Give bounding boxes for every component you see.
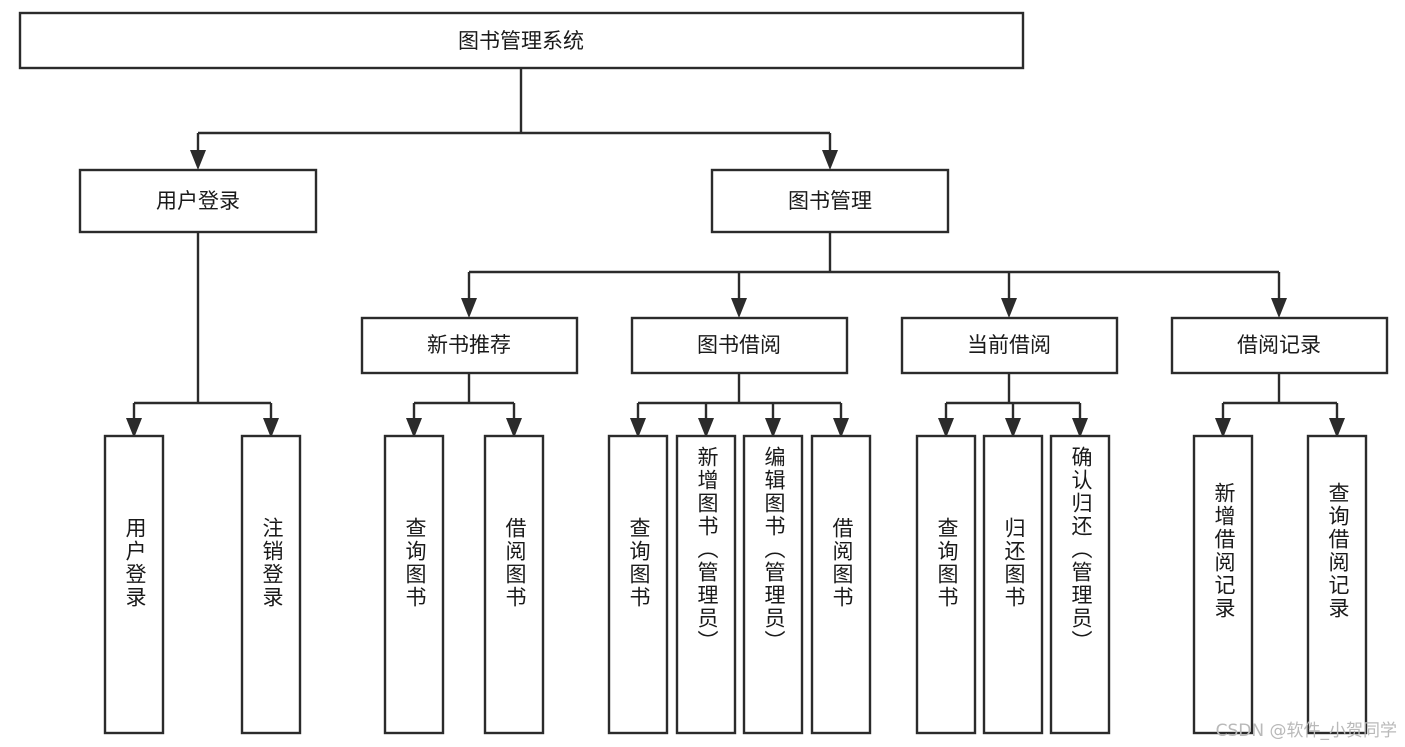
node-borrow-record[interactable]: 借阅记录 [1170, 316, 1389, 375]
connector-bookborrow-to-leaves [630, 373, 849, 438]
node-book-borrow-label: 图书借阅 [697, 333, 781, 357]
leaf-query-book-3[interactable]: 查询图书 [915, 434, 977, 735]
connector-currentborrow-to-leaves [938, 373, 1088, 438]
leaf-confirm-return-label: 确认归还（管理员） [1069, 446, 1093, 653]
leaf-borrow-book-1-label: 借阅图书 [503, 517, 527, 609]
leaf-query-book-3-label: 查询图书 [935, 517, 959, 609]
leaf-query-book-1[interactable]: 查询图书 [383, 434, 445, 735]
leaf-add-book[interactable]: 新增图书（管理员） [675, 434, 737, 735]
node-current-borrow[interactable]: 当前借阅 [900, 316, 1119, 375]
node-book-borrow[interactable]: 图书借阅 [630, 316, 849, 375]
leaf-confirm-return[interactable]: 确认归还（管理员） [1049, 434, 1111, 735]
node-user-login[interactable]: 用户登录 [78, 168, 318, 234]
node-root[interactable]: 图书管理系统 [18, 11, 1025, 70]
leaf-query-book-2[interactable]: 查询图书 [607, 434, 669, 735]
leaf-logout-label: 注销登录 [260, 517, 284, 609]
leaf-edit-book[interactable]: 编辑图书（管理员） [742, 434, 804, 735]
connector-newbook-to-leaves [406, 373, 522, 438]
node-book-management[interactable]: 图书管理 [710, 168, 950, 234]
node-borrow-record-label: 借阅记录 [1237, 333, 1321, 357]
node-user-login-label: 用户登录 [156, 189, 240, 213]
connector-root-to-level2 [190, 68, 838, 170]
leaf-query-record-label: 查询借阅记录 [1326, 482, 1350, 620]
leaf-borrow-book-1[interactable]: 借阅图书 [483, 434, 545, 735]
leaf-return-book[interactable]: 归还图书 [982, 434, 1044, 735]
leaf-query-book-2-label: 查询图书 [627, 517, 651, 609]
node-current-borrow-label: 当前借阅 [967, 333, 1051, 357]
node-new-book-recommend[interactable]: 新书推荐 [360, 316, 579, 375]
leaf-user-login[interactable]: 用户登录 [103, 434, 165, 735]
leaf-add-record[interactable]: 新增借阅记录 [1192, 434, 1254, 735]
leaf-return-book-label: 归还图书 [1002, 517, 1026, 609]
connector-userlogin-to-leaves [126, 232, 279, 438]
leaf-borrow-book-2[interactable]: 借阅图书 [810, 434, 872, 735]
csdn-watermark: CSDN @软件_小贺同学 [1215, 721, 1397, 741]
node-book-management-label: 图书管理 [788, 189, 872, 213]
leaf-borrow-book-2-label: 借阅图书 [830, 517, 854, 609]
node-new-book-recommend-label: 新书推荐 [427, 333, 511, 357]
leaf-query-book-1-label: 查询图书 [403, 517, 427, 609]
leaf-add-book-label: 新增图书（管理员） [695, 446, 719, 653]
leaf-logout[interactable]: 注销登录 [240, 434, 302, 735]
leaf-edit-book-label: 编辑图书（管理员） [762, 446, 786, 653]
node-root-label: 图书管理系统 [458, 29, 584, 53]
leaf-add-record-label: 新增借阅记录 [1212, 482, 1236, 620]
connector-borrowrecord-to-leaves [1215, 373, 1345, 438]
leaf-user-login-label: 用户登录 [123, 517, 147, 609]
connector-bookmgmt-to-level3 [461, 232, 1287, 318]
leaf-query-record[interactable]: 查询借阅记录 [1306, 434, 1368, 735]
